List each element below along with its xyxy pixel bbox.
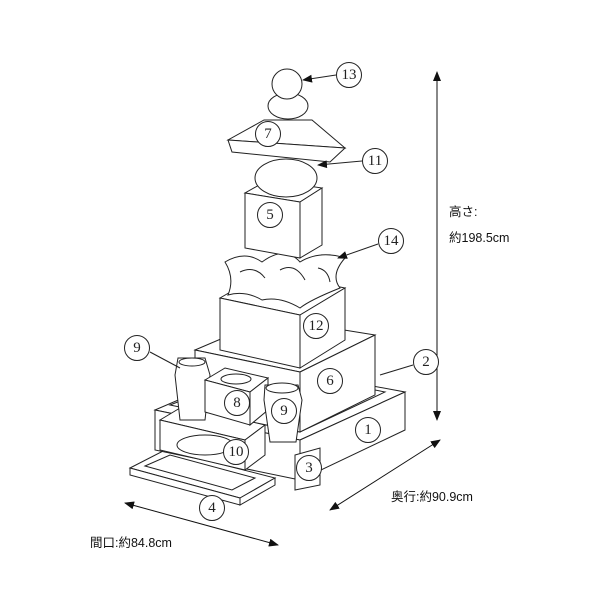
callout-9-right: 9 bbox=[271, 398, 297, 424]
height-label: 高さ: bbox=[449, 205, 478, 219]
callout-13: 13 bbox=[336, 62, 362, 88]
callout-12: 12 bbox=[303, 313, 329, 339]
callout-7: 7 bbox=[255, 121, 281, 147]
callout-8: 8 bbox=[224, 390, 250, 416]
callout-4: 4 bbox=[199, 495, 225, 521]
height-value: 約198.5cm bbox=[449, 231, 510, 245]
callout-10: 10 bbox=[223, 439, 249, 465]
flower-vase-left-9 bbox=[174, 357, 211, 421]
callout-5: 5 bbox=[257, 202, 283, 228]
callout-6: 6 bbox=[317, 368, 343, 394]
leader-lines bbox=[149, 74, 414, 376]
depth-label: 奥行:約90.9cm bbox=[391, 490, 473, 504]
width-label: 間口:約84.8cm bbox=[90, 536, 172, 550]
callout-1: 1 bbox=[355, 417, 381, 443]
depth-arrow bbox=[329, 439, 441, 511]
callout-14: 14 bbox=[378, 228, 404, 254]
sphere-11 bbox=[254, 158, 318, 198]
width-arrow bbox=[124, 501, 279, 547]
finial-13 bbox=[267, 68, 309, 120]
callout-11: 11 bbox=[362, 148, 388, 174]
lotus-14 bbox=[224, 253, 346, 309]
roof-7 bbox=[226, 119, 347, 163]
callout-3: 3 bbox=[296, 455, 322, 481]
callout-2: 2 bbox=[413, 349, 439, 375]
callout-9-left: 9 bbox=[124, 335, 150, 361]
